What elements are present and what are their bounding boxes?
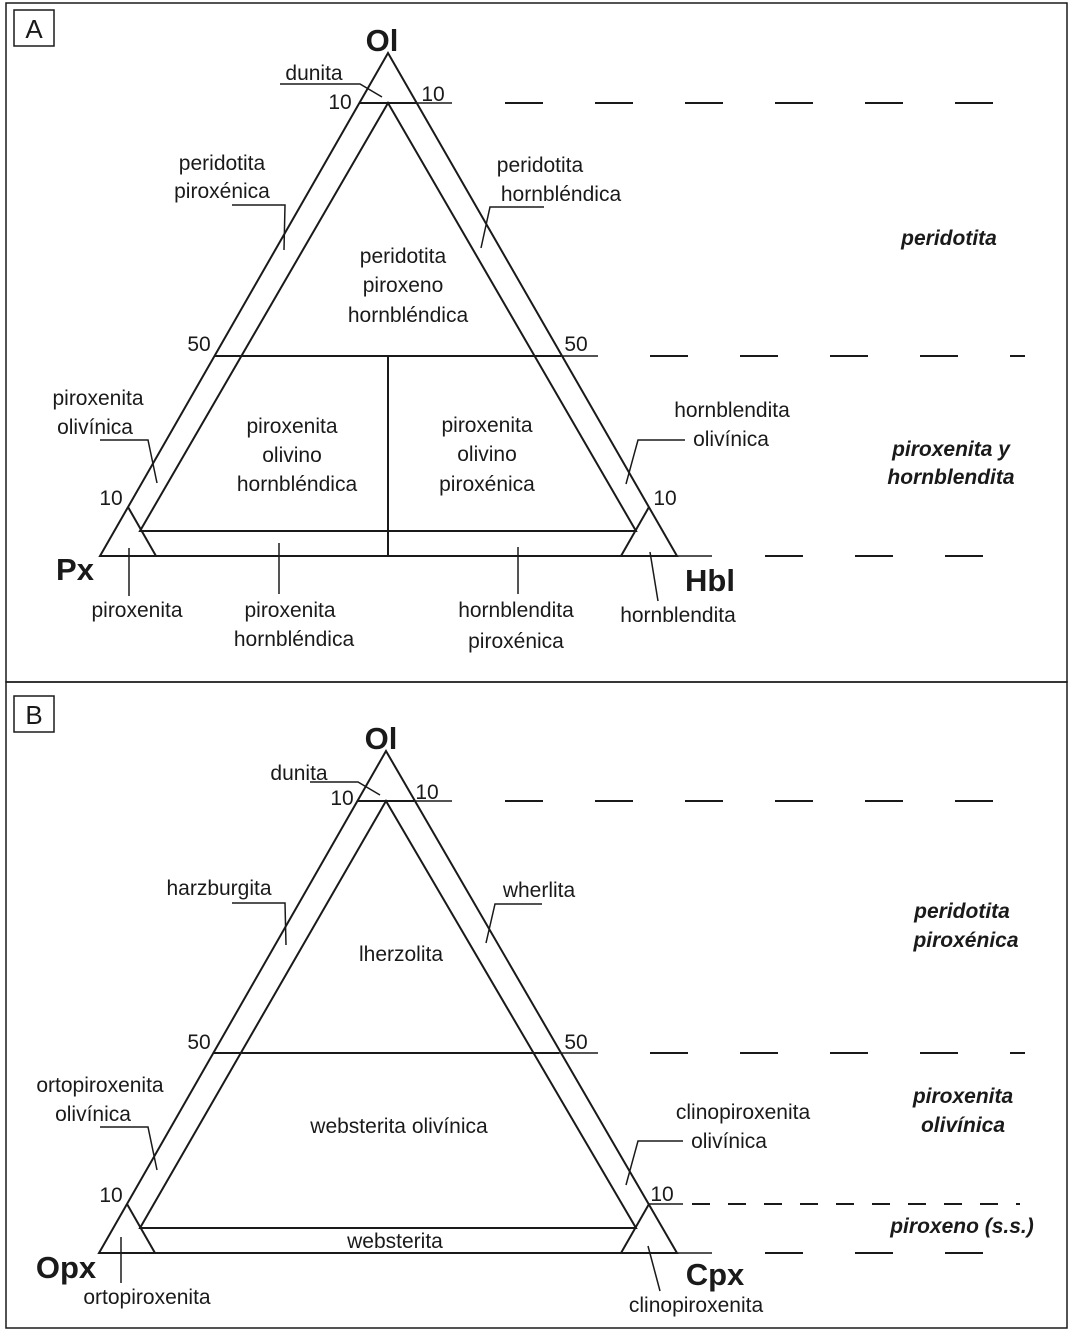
label-piroxenita-olivinica-2: olivínica — [57, 416, 133, 439]
leader-dunita — [280, 83, 383, 98]
label-dunita-b: dunita — [270, 762, 328, 785]
label-clinopiroxenita-olivinica-1: clinopiroxenita — [676, 1101, 811, 1124]
leader-hornblendita-olivinica — [625, 439, 685, 485]
leader-dunita-b — [310, 781, 381, 796]
label-piroxenita-hornblendica-1: piroxenita — [244, 599, 335, 622]
leader-peridotita-hornblendica — [480, 206, 544, 249]
line-10-cpx — [620, 1203, 650, 1254]
label-websterita: websterita — [346, 1230, 443, 1253]
panel-b-letter: B — [25, 700, 42, 730]
label-hornblendita-olivinica-1: hornblendita — [674, 399, 790, 422]
panel-a-letter: A — [25, 14, 43, 44]
class-hornblendita: hornblendita — [887, 466, 1014, 489]
tick-mid-left-b: 50 — [187, 1031, 210, 1054]
leader-piroxenita-olivinica — [100, 439, 158, 484]
label-clinopiroxenita: clinopiroxenita — [629, 1294, 764, 1317]
label-peridotita-central-2: piroxeno — [363, 274, 444, 297]
tick-bottom-right: 10 — [653, 487, 676, 510]
class-piroxenita-y: piroxenita y — [891, 438, 1011, 461]
label-harzburgita: harzburgita — [166, 877, 271, 900]
vertex-ol-b: Ol — [365, 721, 398, 756]
tick-top-left-b: 10 — [330, 787, 353, 810]
label-hornblendita: hornblendita — [620, 604, 736, 627]
line-10-hbl — [620, 506, 650, 557]
label-peridotita-central-3: hornbléndica — [348, 304, 469, 327]
label-pox-olivino-hbl-1: piroxenita — [246, 415, 337, 438]
vertex-opx: Opx — [36, 1250, 97, 1285]
tick-top-left: 10 — [328, 91, 351, 114]
label-ortopiroxenita-olivinica-2: olivínica — [55, 1103, 131, 1126]
outer-triangle-b — [97, 748, 679, 1254]
label-ortopiroxenita-olivinica-1: ortopiroxenita — [36, 1074, 164, 1097]
tick-top-right: 10 — [421, 83, 444, 106]
panel-a: A Ol Px Hbl 10 10 50 50 10 10 dunita per… — [13, 9, 1025, 653]
class-piroxenita-b: piroxenita — [912, 1085, 1014, 1108]
label-ortopiroxenita: ortopiroxenita — [83, 1286, 211, 1309]
vertex-cpx: Cpx — [686, 1257, 745, 1292]
label-wherlita: wherlita — [502, 879, 576, 902]
tick-bottom-right-b: 10 — [650, 1183, 673, 1206]
label-clinopiroxenita-olivinica-2: olivínica — [691, 1130, 767, 1153]
tick-mid-left: 50 — [187, 333, 210, 356]
leader-ortopiroxenita-olivinica — [100, 1126, 158, 1171]
label-hornblendita-piroxenica-1: hornblendita — [458, 599, 574, 622]
line-10-opx — [126, 1203, 156, 1254]
label-dunita: dunita — [285, 62, 343, 85]
line-10-px — [127, 506, 157, 557]
leader-peridotita-piroxenica — [232, 204, 286, 251]
vertex-hbl: Hbl — [685, 563, 735, 598]
label-websterita-olivinica: websterita olivínica — [309, 1115, 488, 1138]
class-olivinica-b: olivínica — [921, 1114, 1005, 1137]
class-peridotita-b: peridotita — [913, 900, 1010, 923]
label-hornblendita-piroxenica-2: piroxénica — [468, 630, 564, 653]
label-pox-olivino-pox-2: olivino — [457, 443, 517, 466]
panel-b-letter-box — [13, 695, 55, 733]
class-peridotita: peridotita — [900, 227, 997, 250]
tick-mid-right: 50 — [564, 333, 587, 356]
label-peridotita-central-1: peridotita — [360, 245, 447, 268]
vertex-px: Px — [56, 552, 95, 587]
label-hornblendita-olivinica-2: olivínica — [693, 428, 769, 451]
tick-mid-right-b: 50 — [564, 1031, 587, 1054]
label-pox-olivino-hbl-2: olivino — [262, 444, 322, 467]
tick-bottom-left: 10 — [99, 487, 122, 510]
leader-clinopiroxenita — [647, 1245, 661, 1292]
vertex-ol: Ol — [366, 23, 399, 58]
label-piroxenita-hornblendica-2: hornbléndica — [234, 628, 355, 651]
tick-bottom-left-b: 10 — [99, 1184, 122, 1207]
leader-wherlita — [485, 903, 542, 944]
label-lherzolita: lherzolita — [359, 943, 443, 966]
panel-a-letter-box — [13, 9, 55, 47]
label-pox-olivino-hbl-3: hornbléndica — [237, 473, 358, 496]
class-piroxeno-ss: piroxeno (s.s.) — [889, 1215, 1034, 1238]
label-peridotita-hornblendica-1: peridotita — [497, 154, 584, 177]
leader-harzburgita — [232, 902, 287, 946]
label-peridotita-piroxenica-2: piroxénica — [174, 180, 270, 203]
label-piroxenita-olivinica-1: piroxenita — [52, 387, 143, 410]
label-peridotita-piroxenica-1: peridotita — [179, 152, 266, 175]
panel-b: B Ol Opx Cpx 10 10 50 50 10 10 dunita ha… — [13, 695, 1034, 1317]
label-peridotita-hornblendica-2: hornbléndica — [501, 183, 622, 206]
class-piroxenica-b: piroxénica — [912, 929, 1018, 952]
tick-top-right-b: 10 — [415, 781, 438, 804]
leader-clinopiroxenita-olivinica — [625, 1140, 683, 1186]
panel-a-frame — [5, 2, 1068, 683]
leader-hornblendita — [649, 551, 659, 602]
label-pox-olivino-pox-1: piroxenita — [441, 414, 532, 437]
inner-triangle-b — [138, 799, 638, 1229]
label-piroxenita: piroxenita — [91, 599, 182, 622]
label-pox-olivino-pox-3: piroxénica — [439, 473, 535, 496]
panel-b-frame — [5, 681, 1068, 1329]
